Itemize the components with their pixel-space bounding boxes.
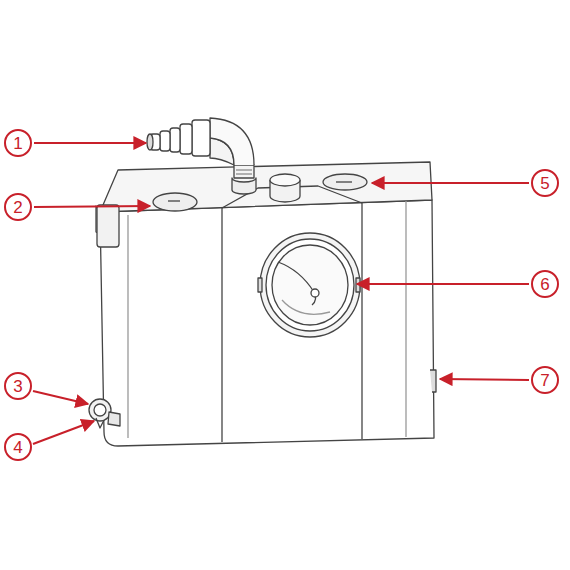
callout-number: 7 bbox=[540, 372, 549, 389]
callout-number: 1 bbox=[13, 135, 22, 152]
callout-number: 4 bbox=[13, 439, 22, 456]
top-inlet bbox=[323, 174, 367, 190]
callout-number: 2 bbox=[13, 199, 22, 216]
callout-circle: 3 bbox=[4, 372, 32, 400]
housing bbox=[100, 200, 434, 446]
callout-number: 6 bbox=[540, 276, 549, 293]
outlet-pipe bbox=[232, 178, 256, 194]
callout-circle: 7 bbox=[531, 366, 559, 394]
callout-number: 5 bbox=[540, 175, 549, 192]
callout-circle: 5 bbox=[531, 169, 559, 197]
top-inlet bbox=[153, 193, 197, 211]
callout-circle: 4 bbox=[4, 433, 32, 461]
drain-outlet bbox=[89, 399, 111, 421]
leader-arrow bbox=[33, 143, 529, 444]
callout-circle: 6 bbox=[531, 270, 559, 298]
callout-circle: 2 bbox=[4, 193, 32, 221]
lid bbox=[100, 162, 432, 212]
callout-circle: 1 bbox=[4, 129, 32, 157]
callout-number: 3 bbox=[13, 378, 22, 395]
inlet bbox=[260, 233, 360, 337]
